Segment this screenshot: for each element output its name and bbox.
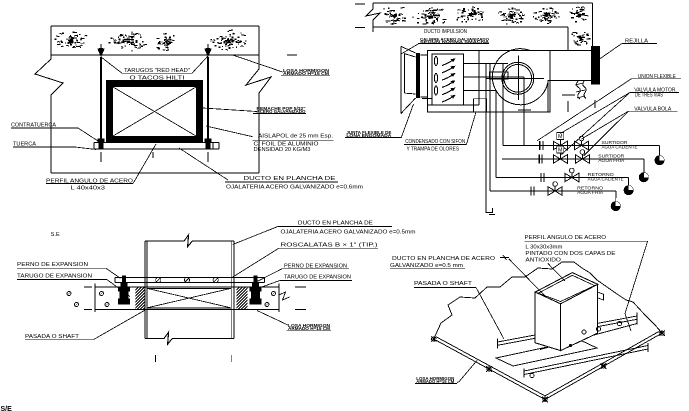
svg-text:ARMADO H=15 CM: ARMADO H=15 CM bbox=[283, 71, 329, 76]
svg-text:DENSIDAD 20 KG/M3: DENSIDAD 20 KG/M3 bbox=[254, 147, 311, 153]
svg-text:SURTIDOR: SURTIDOR bbox=[602, 140, 628, 145]
svg-text:REJILLA: REJILLA bbox=[625, 38, 649, 44]
svg-text:DUCTO IMPULSION: DUCTO IMPULSION bbox=[424, 29, 467, 35]
svg-text:ARMADO H=15 CM: ARMADO H=15 CM bbox=[288, 326, 330, 331]
svg-text:AISLAPOL de 25 mm Esp.: AISLAPOL de 25 mm Esp. bbox=[258, 134, 333, 140]
svg-text:CALIBRE ACERO GALVANIZADO: CALIBRE ACERO GALVANIZADO bbox=[420, 38, 489, 42]
svg-text:TUERCA: TUERCA bbox=[13, 142, 37, 148]
svg-text:UNION FLEXIBLE: UNION FLEXIBLE bbox=[638, 74, 677, 80]
svg-text:LOSA HORMIGON: LOSA HORMIGON bbox=[416, 376, 454, 381]
svg-text:PERFIL ANGULO DE ACERO: PERFIL ANGULO DE ACERO bbox=[525, 235, 607, 241]
svg-text:REMACHE POP 5/32": REMACHE POP 5/32" bbox=[257, 106, 306, 111]
svg-text:C/ FOIL DE ALUMINIO: C/ FOIL DE ALUMINIO bbox=[254, 142, 319, 148]
svg-text:AGUA FRIA: AGUA FRIA bbox=[577, 190, 603, 195]
svg-text:M: M bbox=[558, 148, 563, 154]
svg-text:JUNTA FLEXIBLE DE: JUNTA FLEXIBLE DE bbox=[346, 130, 391, 135]
svg-text:LONA ENGOMADA: LONA ENGOMADA bbox=[346, 133, 392, 138]
svg-text:AGUA CALIENTE: AGUA CALIENTE bbox=[588, 177, 624, 182]
svg-text:PASADA O SHAFT: PASADA O SHAFT bbox=[414, 281, 472, 287]
svg-text:PERNO DE EXPANSION: PERNO DE EXPANSION bbox=[284, 263, 347, 269]
svg-text:DE TRES VIAS: DE TRES VIAS bbox=[635, 93, 664, 99]
svg-text:DUCTO EN PLANCHA DE ACERO: DUCTO EN PLANCHA DE ACERO bbox=[392, 256, 495, 262]
svg-text:DUCTO EN PLANCHA DE: DUCTO EN PLANCHA DE bbox=[298, 220, 374, 226]
svg-text:AGUA CALIENTE: AGUA CALIENTE bbox=[602, 145, 638, 150]
svg-text:TARUGO DE EXPANSION: TARUGO DE EXPANSION bbox=[284, 275, 351, 281]
svg-text:ACERO GALVANIZADO: ACERO GALVANIZADO bbox=[257, 109, 307, 114]
svg-text:S/E: S/E bbox=[1, 406, 13, 411]
svg-text:LOSA HORMIGON: LOSA HORMIGON bbox=[283, 68, 329, 73]
svg-text:TARUGOS "RED HEAD": TARUGOS "RED HEAD" bbox=[124, 68, 190, 74]
svg-text:SEGUN NORMA SMACNA: SEGUN NORMA SMACNA bbox=[420, 40, 489, 44]
svg-text:OJALATERIA ACERO GALVANIZADO e: OJALATERIA ACERO GALVANIZADO e=0.6mm bbox=[226, 185, 363, 191]
svg-text:L 30x30x3mm: L 30x30x3mm bbox=[525, 244, 562, 250]
svg-text:ANTIOXIDO: ANTIOXIDO bbox=[525, 258, 561, 264]
svg-text:OJALATERIA ACERO GALVANIZADO e: OJALATERIA ACERO GALVANIZADO e=0.5mm bbox=[281, 230, 416, 236]
svg-text:GALVANIZADO e=0.5 mm: GALVANIZADO e=0.5 mm bbox=[390, 263, 463, 269]
svg-text:VALVULA BOLA: VALVULA BOLA bbox=[634, 106, 672, 112]
svg-text:RETORNO: RETORNO bbox=[588, 172, 615, 177]
svg-text:DUCTO EN PLANCHA DE: DUCTO EN PLANCHA DE bbox=[244, 176, 337, 182]
svg-text:ARMADO H=15 CM: ARMADO H=15 CM bbox=[416, 379, 454, 384]
svg-text:SURTIDOR: SURTIDOR bbox=[598, 154, 624, 159]
svg-text:VALVULA MOTOR.: VALVULA MOTOR. bbox=[634, 88, 677, 94]
svg-text:L 40x40x3: L 40x40x3 bbox=[71, 186, 106, 192]
svg-text:TARUGO DE EXPANSION: TARUGO DE EXPANSION bbox=[17, 274, 92, 280]
svg-text:RETORNO: RETORNO bbox=[577, 186, 604, 191]
svg-text:O TACOS HILTI: O TACOS HILTI bbox=[130, 76, 185, 82]
svg-text:M: M bbox=[558, 134, 563, 140]
svg-text:CONTRATUERCA: CONTRATUERCA bbox=[11, 123, 57, 129]
svg-text:S.E: S.E bbox=[51, 232, 61, 238]
svg-text:PERNO DE EXPANSION: PERNO DE EXPANSION bbox=[17, 262, 88, 268]
svg-text:PINTADO CON DOS CAPAS DE: PINTADO CON DOS CAPAS DE bbox=[525, 251, 616, 257]
svg-text:ROSCALATAS B × 1" (TIP.): ROSCALATAS B × 1" (TIP.) bbox=[281, 243, 379, 249]
svg-text:PASADA O SHAFT: PASADA O SHAFT bbox=[25, 334, 79, 340]
svg-text:LOSA HORMIGON: LOSA HORMIGON bbox=[288, 323, 330, 328]
svg-text:PERFIL ANGULO DE ACERO: PERFIL ANGULO DE ACERO bbox=[46, 179, 133, 185]
svg-text:CONDENSADO CON SIFON: CONDENSADO CON SIFON bbox=[405, 139, 465, 145]
svg-text:Y TRAMPA DE OLORES: Y TRAMPA DE OLORES bbox=[407, 147, 460, 153]
svg-text:AGUA FRIA: AGUA FRIA bbox=[598, 158, 624, 163]
